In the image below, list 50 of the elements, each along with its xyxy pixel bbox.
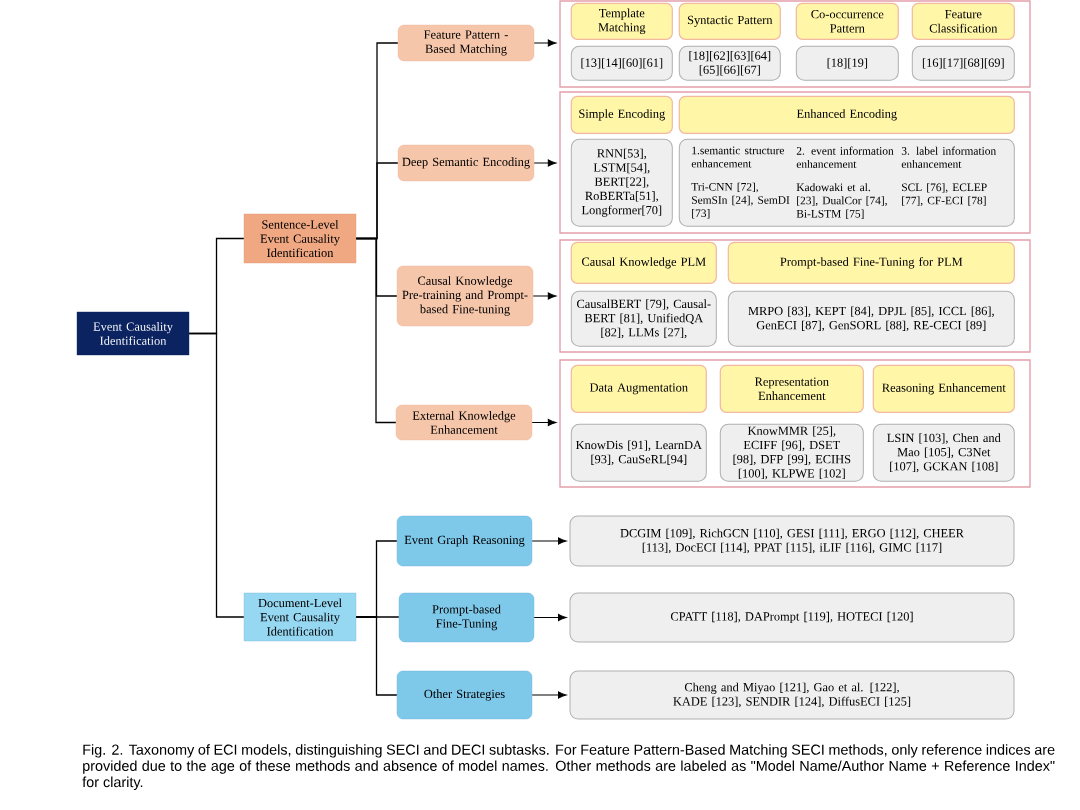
reference-box: CPATT [118], DAPrompt [119], HOTECI [120] xyxy=(569,592,1015,643)
connector-line xyxy=(355,616,398,696)
group-frame xyxy=(559,0,1031,88)
reference-box: 1.semantic structure enhancement Tri-CNN [72], SemSIn [24], SemDI [73] 2. event information enhancement Kadowaki et al. [23], DualCor [74], Bi-LSTM [75] 3. label information enhancement SCL [76], ECLEP [77], CF-ECI [78] xyxy=(678,138,1015,227)
group-frame xyxy=(559,359,1031,488)
arrow xyxy=(532,292,557,300)
group-frame xyxy=(559,239,1031,353)
reference-box: [18][62][63][64] [65][66][67] xyxy=(678,45,781,81)
subcategory-box: Co-occurrence Pattern xyxy=(795,2,899,40)
method-box: Deep Semantic Encoding xyxy=(397,144,535,182)
reference-box: [18][19] xyxy=(795,45,899,81)
subcategory-box: Data Augmentation xyxy=(570,364,707,413)
arrow xyxy=(531,691,567,699)
subcategory-box: Prompt-based Fine-Tuning for PLM xyxy=(727,241,1015,284)
connector-line xyxy=(355,237,397,424)
subcategory-box: Reasoning Enhancement xyxy=(872,364,1015,413)
subcategory-box: Syntactic Pattern xyxy=(678,2,781,40)
subcategory-box: Feature Classification xyxy=(911,2,1015,40)
subcategory-box: Representation Enhancement xyxy=(719,364,864,413)
reference-box: MRPO [83], KEPT [84], DPJL [85], ICCL [86], GenECI [87], GenSORL [88], RE-CECI [89] xyxy=(727,290,1015,347)
method-box: External Knowledge Enhancement xyxy=(395,404,533,441)
reference-box: KnowMMR [25], ECIFF [96], DSET [98], DFP [99], ECIHS [100], KLPWE [102] xyxy=(719,423,864,482)
method-box: Other Strategies xyxy=(396,670,533,720)
arrow xyxy=(531,537,567,545)
arrow xyxy=(533,613,567,622)
subcategory-box: Causal Knowledge PLM xyxy=(570,241,717,284)
subcategory-box: Simple Encoding xyxy=(570,95,673,134)
method-box: Event Graph Reasoning xyxy=(396,515,533,567)
caption: Fig. 2. Taxonomy of ECI models, distinguishing SECI and DECI subtasks. For Feature Pattern-Based Matching SECI methods, only reference indices are provided due to the age of these methods and absence of model names. Other methods are labeled as "Model Name/Author Name + Reference Index" for clarity. xyxy=(82,744,1055,790)
reference-box: [13][14][60][61] xyxy=(570,45,673,81)
reference-box: DCGIM [109], RichGCN [110], GESI [111], ERGO [112], CHEER [113], DocECI [114], PPAT [115], iLIF [116], GIMC [117] xyxy=(569,515,1015,567)
method-box: Causal Knowledge Pre-training and Prompt-based Fine-tuning xyxy=(396,265,534,327)
reference-box: Cheng and Miyao [121], Gao et al. [122], KADE [123], SENDIR [124], DiffusECI [125] xyxy=(569,670,1015,720)
reference-box: LSIN [103], Chen and Mao [105], C3Net [107], GCKAN [108] xyxy=(872,423,1015,482)
method-box: Feature Pattern - Based Matching xyxy=(397,24,535,62)
connector-line xyxy=(188,332,245,618)
arrow xyxy=(531,418,557,427)
reference-box: KnowDis [91], LearnDA [93], CauSeRL[94] xyxy=(570,423,707,482)
reference-box: RNN[53], LSTM[54], BERT[22], RoBERTa[51], Longformer[70] xyxy=(570,138,673,227)
category-box: Document-Level Event Causality Identification xyxy=(243,592,357,642)
arrow xyxy=(533,39,557,47)
category-box: Sentence-Level Event Causality Identification xyxy=(243,213,357,264)
subcategory-box: Enhanced Encoding xyxy=(678,95,1015,134)
reference-box: CausalBERT [79], Causal-BERT [81], UnifiedQA [82], LLMs [27], xyxy=(570,290,717,347)
reference-box: [16][17][68][69] xyxy=(911,45,1015,81)
group-frame xyxy=(559,91,1031,234)
arrow xyxy=(533,159,557,167)
root-box: Event Causality Identification xyxy=(76,311,190,356)
subcategory-box: Template Matching xyxy=(570,2,673,40)
method-box: Prompt-based Fine-Tuning xyxy=(398,592,535,643)
